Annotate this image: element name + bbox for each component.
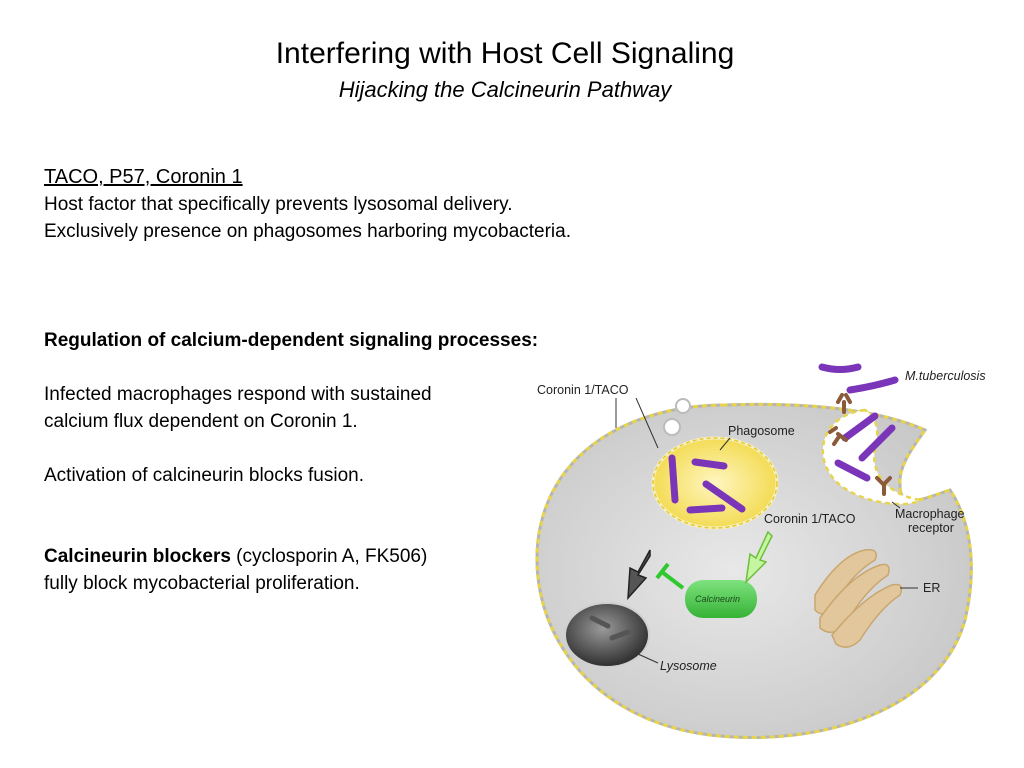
blockers-line2: fully block mycobacterial proliferation. bbox=[44, 573, 360, 594]
regulation-para1-line2: calcium flux dependent on Coronin 1. bbox=[44, 411, 358, 432]
bacterium-in-phagosome-4 bbox=[686, 504, 726, 514]
section-regulation: Regulation of calcium-dependent signalin… bbox=[44, 327, 538, 597]
bacterium-outside-2 bbox=[846, 376, 899, 394]
label-macrophage-receptor-2: receptor bbox=[908, 521, 954, 535]
bacterium-in-phagosome-3 bbox=[702, 480, 746, 513]
callout-phagosome bbox=[719, 437, 731, 451]
label-macrophage-receptor-1: Macrophage bbox=[895, 507, 965, 521]
inhibition-bar bbox=[655, 562, 670, 580]
taco-line-2: Exclusively presence on phagosomes harbo… bbox=[44, 221, 571, 242]
bacterium-outside-1 bbox=[818, 363, 862, 373]
regulation-heading: Regulation of calcium-dependent signalin… bbox=[44, 330, 539, 351]
section-taco: TACO, P57, Coronin 1 Host factor that sp… bbox=[44, 164, 571, 245]
slide-subtitle: Hijacking the Calcineurin Pathway bbox=[338, 77, 672, 102]
bacterium-in-phagosome-2 bbox=[691, 458, 728, 470]
blockers-line1: Calcineurin blockers (cyclosporin A, FK5… bbox=[44, 543, 538, 570]
label-er: ER bbox=[923, 581, 940, 595]
callout-macrophage-receptor bbox=[891, 501, 901, 509]
label-lysosome: Lysosome bbox=[660, 659, 717, 673]
macrophage-diagram: Coronin 1/TACO M.tuberculosis Phagosome … bbox=[535, 363, 986, 739]
endoplasmic-reticulum bbox=[814, 548, 903, 648]
taco-heading: TACO, P57, Coronin 1 bbox=[44, 166, 243, 188]
callout-lysosome bbox=[637, 653, 659, 664]
fusion-arrow bbox=[627, 549, 651, 601]
calcineurin-blob bbox=[685, 580, 757, 618]
receptor-1 bbox=[836, 393, 852, 414]
lysosome bbox=[564, 602, 650, 668]
taco-line-1: Host factor that specifically prevents l… bbox=[44, 194, 513, 215]
label-coronin-taco-mid: Coronin 1/TACO bbox=[764, 512, 856, 526]
callout-coronin-top bbox=[615, 397, 659, 449]
activation-arrow bbox=[744, 530, 773, 585]
label-phagosome: Phagosome bbox=[728, 424, 795, 438]
bacterium-entering-3 bbox=[834, 459, 871, 482]
label-coronin-taco-top: Coronin 1/TACO bbox=[537, 383, 629, 397]
bacterium-in-phagosome-1 bbox=[668, 454, 679, 504]
receptor-3 bbox=[875, 476, 892, 496]
phagosome-membrane bbox=[652, 437, 778, 529]
slide-title: Interfering with Host Cell Signaling bbox=[275, 37, 735, 70]
lysosome-fragment-1 bbox=[589, 615, 611, 629]
receptor-2 bbox=[828, 426, 848, 446]
label-calcineurin: Calcineurin bbox=[695, 594, 740, 604]
regulation-para2: Activation of calcineurin blocks fusion. bbox=[44, 465, 364, 486]
label-m-tuberculosis: M.tuberculosis bbox=[905, 369, 986, 383]
blockers-rest: (cyclosporin A, FK506) bbox=[230, 546, 428, 567]
bacterium-entering-2 bbox=[858, 424, 896, 462]
blockers-bold: Calcineurin blockers bbox=[44, 546, 231, 567]
lysosome-fragment-2 bbox=[609, 629, 631, 641]
vesicle-mid bbox=[663, 418, 681, 436]
regulation-para1-line1: Infected macrophages respond with sustai… bbox=[44, 384, 432, 405]
bacterium-entering-1 bbox=[841, 412, 879, 442]
cell-membrane bbox=[535, 402, 973, 739]
inhibition-line bbox=[660, 570, 685, 590]
vesicle-top bbox=[675, 398, 691, 414]
